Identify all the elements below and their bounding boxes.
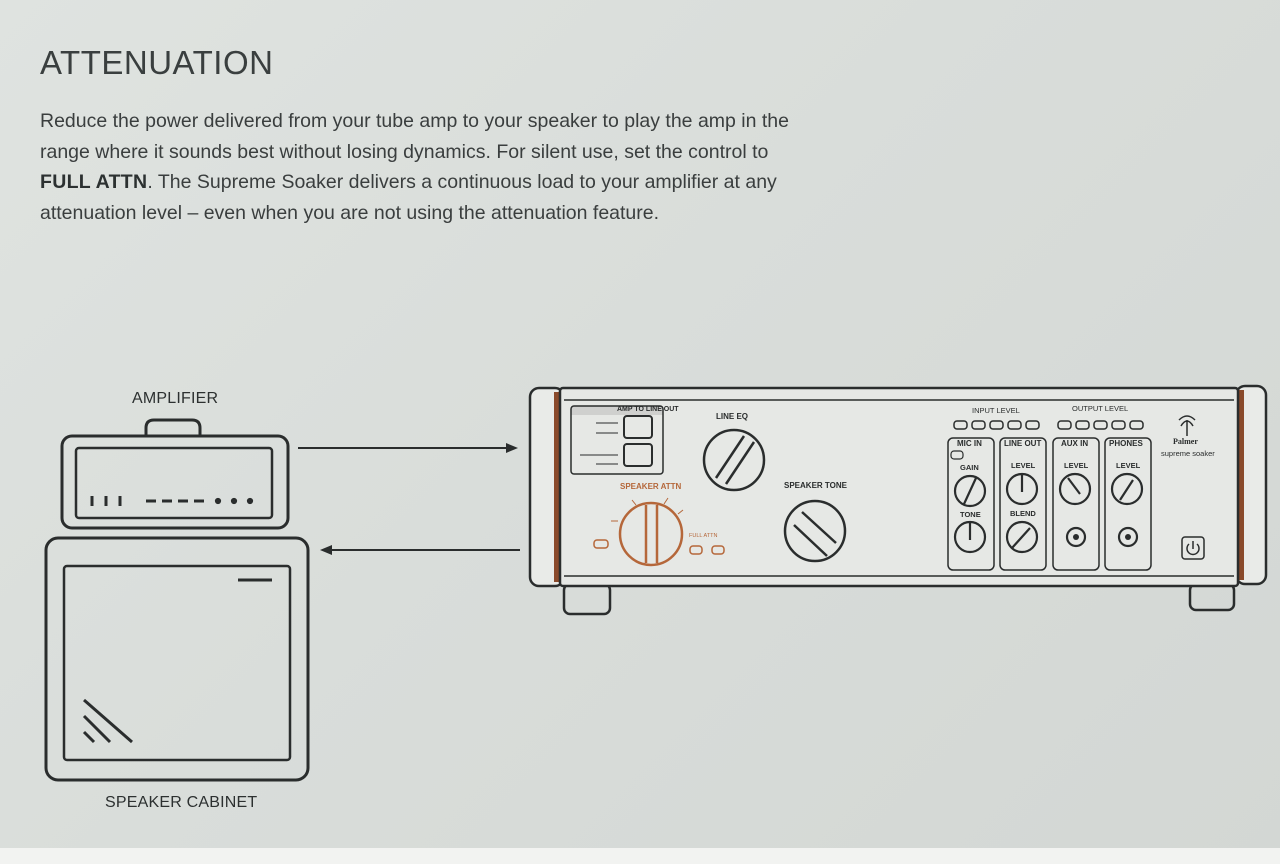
description-paragraph: Reduce the power delivered from your tub… bbox=[40, 106, 810, 228]
brand-label: Palmer bbox=[1173, 437, 1198, 446]
speaker-attn-label: SPEAKER ATTN bbox=[620, 482, 682, 491]
page-title: ATTENUATION bbox=[40, 44, 274, 81]
phones-label: PHONES bbox=[1109, 439, 1143, 448]
supreme-soaker-device: AMP TO LINE OUT LINE EQ SPEAKER ATTN SPE… bbox=[528, 384, 1268, 616]
model-label: supreme soaker bbox=[1161, 449, 1215, 458]
aux-level-label: LEVEL bbox=[1064, 461, 1089, 470]
description-text-2: . The Supreme Soaker delivers a continuo… bbox=[40, 171, 777, 224]
blend-label: BLEND bbox=[1010, 509, 1036, 518]
tone-label: TONE bbox=[960, 510, 981, 519]
line-eq-label: LINE EQ bbox=[716, 412, 748, 421]
signal-arrows bbox=[298, 443, 520, 555]
line-out-label: LINE OUT bbox=[1004, 439, 1041, 448]
line-out-level-label: LEVEL bbox=[1011, 461, 1036, 470]
mic-in-label: MIC IN bbox=[957, 439, 982, 448]
amp-to-line-out-label: AMP TO LINE OUT bbox=[617, 406, 679, 413]
phones-level-label: LEVEL bbox=[1116, 461, 1141, 470]
speaker-cabinet-illustration bbox=[44, 536, 310, 782]
full-attn-emphasis: FULL ATTN bbox=[40, 171, 148, 193]
speaker-cabinet-label: SPEAKER CABINET bbox=[105, 794, 258, 811]
description-text-1: Reduce the power delivered from your tub… bbox=[40, 110, 789, 163]
amplifier-head-illustration bbox=[60, 418, 290, 530]
output-level-label: OUTPUT LEVEL bbox=[1072, 404, 1128, 413]
gain-label: GAIN bbox=[960, 463, 979, 472]
input-level-label: INPUT LEVEL bbox=[972, 406, 1020, 415]
aux-in-label: AUX IN bbox=[1061, 439, 1088, 448]
speaker-tone-label: SPEAKER TONE bbox=[784, 481, 848, 490]
amplifier-label: AMPLIFIER bbox=[132, 390, 219, 407]
full-attn-device-label: FULL ATTN bbox=[689, 533, 717, 539]
paper-edge bbox=[0, 848, 1280, 864]
